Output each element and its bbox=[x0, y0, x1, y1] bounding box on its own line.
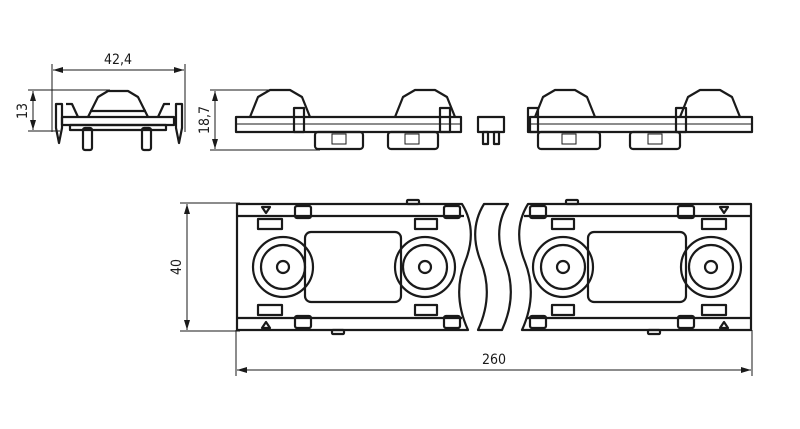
strip-side-view: 18,7 bbox=[197, 88, 754, 151]
dimension-label-height: 13 bbox=[15, 103, 31, 119]
dimension-label-strip-width: 40 bbox=[169, 259, 185, 275]
dimension-label-strip-height: 18,7 bbox=[197, 106, 213, 134]
single-module-side-view: 42,4 13 bbox=[15, 52, 186, 152]
dimension-label-width: 42,4 bbox=[104, 52, 132, 68]
dimension-label-strip-length: 260 bbox=[482, 352, 506, 368]
clips bbox=[256, 198, 730, 336]
led-lenses bbox=[251, 235, 743, 299]
strip-top-view: 40 260 bbox=[169, 198, 753, 376]
